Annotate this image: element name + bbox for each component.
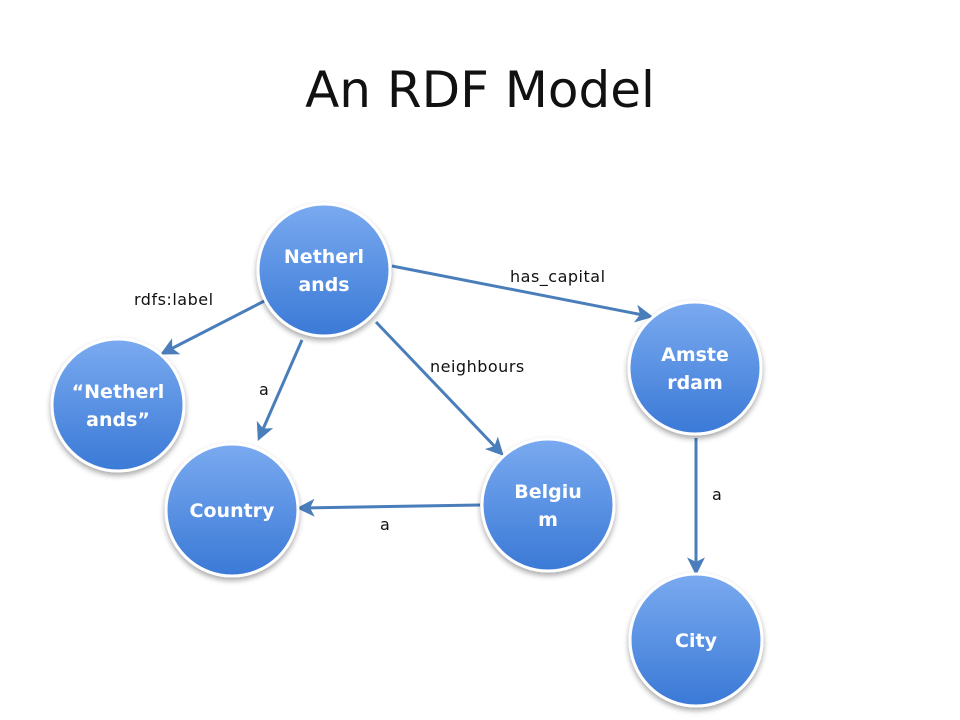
node-netherlands-literal: “Netherl ands” <box>50 337 186 473</box>
edge-amsterdam-type: a <box>687 438 722 576</box>
node-label-netherlands-literal: “Netherl <box>72 381 165 403</box>
node-city: City <box>628 572 764 708</box>
edge-arrow-netherlands-capital <box>391 264 654 323</box>
node-label-netherlands-literal: ands” <box>86 409 150 431</box>
node-netherlands: Netherl ands <box>256 202 392 338</box>
edge-arrow-netherlands-label <box>160 294 275 355</box>
nodes-layer: Netherl ands “Netherl ands” Country Belgiu m Am… <box>50 202 764 708</box>
edge-label-netherlands-neighbours: neighbours <box>430 357 525 376</box>
node-label-netherlands: ands <box>298 274 349 296</box>
node-label-country: Country <box>190 500 276 522</box>
edge-label-amsterdam-type: a <box>712 485 722 504</box>
node-circle-belgium <box>480 437 616 573</box>
edge-arrow-belgium-type <box>296 498 481 517</box>
node-label-amsterdam: rdam <box>667 372 723 394</box>
node-label-belgium: m <box>538 509 558 531</box>
node-circle-country <box>164 442 300 578</box>
edge-arrow-netherlands-type <box>256 339 304 441</box>
node-label-netherlands: Netherl <box>284 246 364 268</box>
edge-label-belgium-type: a <box>380 515 390 534</box>
edge-label-netherlands-type: a <box>259 380 269 399</box>
edge-netherlands-capital: has_capital <box>391 264 654 323</box>
edge-arrow-netherlands-neighbours <box>374 320 504 456</box>
node-label-city: City <box>675 630 718 652</box>
node-label-amsterdam: Amste <box>661 344 729 366</box>
node-circle-amsterdam <box>627 300 763 436</box>
edge-netherlands-label: rdfs:label <box>134 290 275 355</box>
slide-title: An RDF Model <box>305 61 655 119</box>
edge-label-netherlands-label: rdfs:label <box>134 290 214 309</box>
node-country: Country <box>164 442 300 578</box>
edge-belgium-type: a <box>296 498 481 534</box>
edge-label-netherlands-capital: has_capital <box>510 267 606 287</box>
edge-netherlands-neighbours: neighbours <box>374 320 525 456</box>
node-label-belgium: Belgiu <box>514 481 582 503</box>
edge-netherlands-type: a <box>256 339 304 441</box>
node-amsterdam: Amste rdam <box>627 300 763 436</box>
node-circle-netherlands-literal <box>50 337 186 473</box>
node-circle-city <box>628 572 764 708</box>
node-belgium: Belgiu m <box>480 437 616 573</box>
node-circle-netherlands <box>256 202 392 338</box>
